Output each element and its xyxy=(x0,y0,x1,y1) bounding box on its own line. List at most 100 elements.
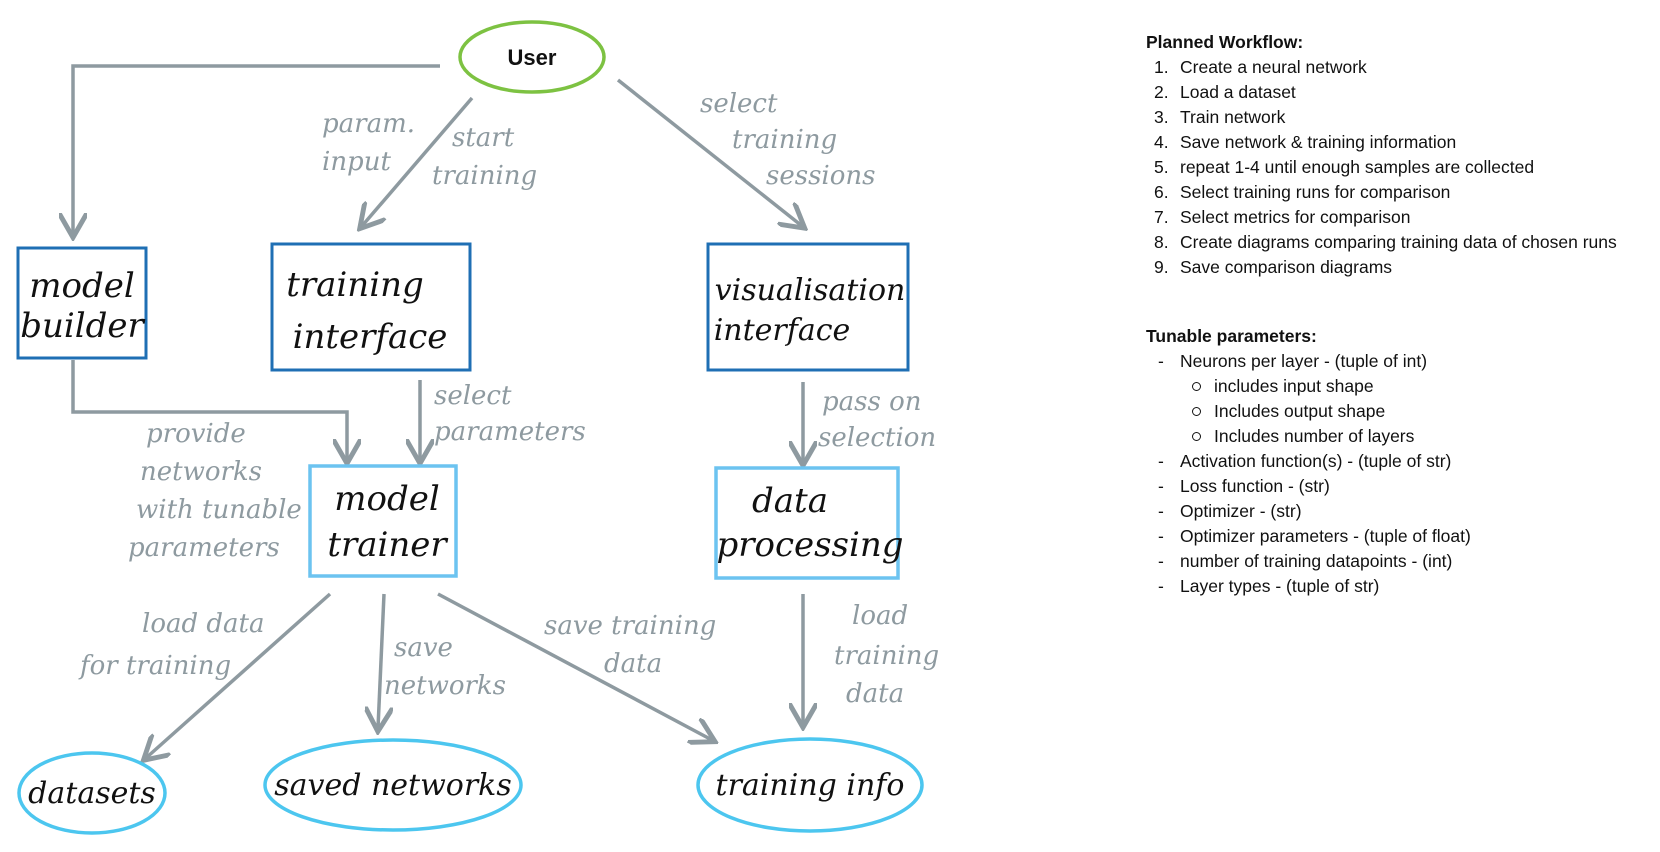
workflow-item-number: 1. xyxy=(1154,57,1169,77)
edge-label-select-training-sessions-line-2: training xyxy=(732,125,837,155)
parameter-sub-item-text: includes input shape xyxy=(1214,376,1374,396)
parameter-sub-list: includes input shape Includes output sha… xyxy=(1180,374,1646,449)
tunable-parameters-heading: Tunable parameters: xyxy=(1146,326,1317,346)
tunable-parameters-list: - Neurons per layer - (tuple of int) inc… xyxy=(1146,349,1646,599)
edge-label-start-training-line-2: training xyxy=(432,161,537,191)
node-visualisation-interface-line-1: visualisation xyxy=(715,273,906,308)
parameter-item-text: Loss function - (str) xyxy=(1180,476,1330,496)
edge-label-provide-networks-line-3: with tunable xyxy=(136,495,302,525)
workflow-item-text: Train network xyxy=(1180,107,1286,127)
node-model-trainer-line-2: trainer xyxy=(327,525,448,565)
edge-label-save-networks-line-2: networks xyxy=(384,671,506,701)
node-datasets: datasets xyxy=(17,751,167,835)
workflow-item-text: Save network & training information xyxy=(1180,132,1457,152)
parameter-sub-item: Includes number of layers xyxy=(1180,424,1646,449)
edge-label-provide-networks-line-1: provide xyxy=(146,419,246,449)
workflow-item: 7. Select metrics for comparison xyxy=(1146,205,1646,230)
dash-bullet-icon: - xyxy=(1158,551,1164,571)
node-saved-networks: saved networks xyxy=(263,738,523,832)
node-training-info-label: training info xyxy=(716,768,905,803)
workflow-item: 5.repeat 1-4 until enough samples are co… xyxy=(1146,155,1646,180)
tunable-parameters-section: Tunable parameters: - Neurons per layer … xyxy=(1146,324,1646,599)
arrows xyxy=(71,64,803,758)
parameter-item-text: Neurons per layer - (tuple of int) xyxy=(1180,351,1428,371)
parameter-item-text: Optimizer - (str) xyxy=(1180,501,1302,521)
notes-panel: Planned Workflow: 1.Create a neural netw… xyxy=(1146,30,1646,599)
workflow-item-number: 3. xyxy=(1154,107,1169,127)
edge-label-select-training-sessions-line-1: select xyxy=(700,89,778,119)
edge-label-save-training-data-line-1: save training xyxy=(544,611,716,641)
workflow-item-text: Select training runs for comparison xyxy=(1180,182,1451,202)
workflow-item-text: Select metrics for comparison xyxy=(1180,207,1411,227)
parameter-item: -Layer types - (tuple of str) xyxy=(1146,574,1646,599)
workflow-item-text: Save comparison diagrams xyxy=(1180,257,1393,277)
workflow-item: 6. Select training runs for comparison xyxy=(1146,180,1646,205)
dash-bullet-icon: - xyxy=(1158,576,1164,596)
edge-label-pass-on-selection-line-1: pass on xyxy=(822,387,922,417)
arrow-model-builder-to-model-trainer xyxy=(71,360,347,460)
node-model-trainer-line-1: model xyxy=(334,479,439,519)
workflow-item: 2.Load a dataset xyxy=(1146,80,1646,105)
node-model-builder-line-1: model xyxy=(29,266,134,306)
edge-label-load-training-data-line-1: load xyxy=(852,601,908,631)
node-model-trainer: model trainer xyxy=(308,464,458,578)
dash-bullet-icon: - xyxy=(1158,501,1164,521)
planned-workflow-section: Planned Workflow: 1.Create a neural netw… xyxy=(1146,30,1646,280)
node-datasets-label: datasets xyxy=(28,776,156,811)
workflow-item-number: 8. xyxy=(1154,232,1169,252)
parameter-item: -Activation function(s) - (tuple of str) xyxy=(1146,449,1646,474)
circle-bullet-icon xyxy=(1192,432,1201,441)
edge-label-load-training-data-line-3: data xyxy=(846,679,904,709)
workflow-item-text: Load a dataset xyxy=(1180,82,1296,102)
workflow-item: 1.Create a neural network xyxy=(1146,55,1646,80)
dash-bullet-icon: - xyxy=(1158,451,1164,471)
parameter-item: -Optimizer parameters - (tuple of float) xyxy=(1146,524,1646,549)
parameter-sub-item-text: Includes number of layers xyxy=(1214,426,1415,446)
edge-label-select-parameters-line-2: parameters xyxy=(434,417,586,447)
node-model-builder: model builder xyxy=(16,246,148,360)
arrow-user-to-visualisation-interface xyxy=(616,78,802,226)
planned-workflow-list: 1.Create a neural network 2.Load a datas… xyxy=(1146,55,1646,280)
circle-bullet-icon xyxy=(1192,382,1201,391)
workflow-item-text: Create diagrams comparing training data … xyxy=(1180,232,1617,252)
circle-bullet-icon xyxy=(1192,407,1201,416)
parameter-item-text: number of training datapoints - (int) xyxy=(1180,551,1453,571)
edge-label-load-training-data-line-2: training xyxy=(834,641,939,671)
parameter-item: - Neurons per layer - (tuple of int) inc… xyxy=(1146,349,1646,449)
parameter-item-text: Optimizer parameters - (tuple of float) xyxy=(1180,526,1471,546)
node-training-interface-line-2: interface xyxy=(293,317,448,357)
arrow-user-to-training-interface xyxy=(362,96,474,226)
node-data-processing-line-2: processing xyxy=(716,525,903,565)
workflow-item-number: 6. xyxy=(1154,182,1169,202)
workflow-item-number: 5. xyxy=(1154,157,1169,177)
node-training-interface-line-1: training xyxy=(286,265,424,305)
node-model-builder-line-2: builder xyxy=(20,306,145,346)
edge-label-load-data-line-2: for training xyxy=(78,651,231,681)
node-visualisation-interface-line-2: interface xyxy=(714,313,851,348)
workflow-item: 3. Train network xyxy=(1146,105,1646,130)
parameter-item: -Optimizer - (str) xyxy=(1146,499,1646,524)
arrow-model-trainer-to-saved-networks xyxy=(378,593,384,728)
edge-label-load-data-line-1: load data xyxy=(142,609,264,639)
node-training-interface: training interface xyxy=(270,242,472,372)
workflow-item-number: 4. xyxy=(1154,132,1169,152)
edge-label-save-networks-line-1: save xyxy=(394,633,453,663)
workflow-item: 4. Save network & training information xyxy=(1146,130,1646,155)
workflow-item: 8. Create diagrams comparing training dat… xyxy=(1146,230,1646,255)
parameter-sub-item: Includes output shape xyxy=(1180,399,1646,424)
parameter-item-text: Layer types - (tuple of str) xyxy=(1180,576,1380,596)
node-user-label: User xyxy=(508,45,557,70)
dash-bullet-icon: - xyxy=(1158,526,1164,546)
arrow-user-to-model-builder xyxy=(73,64,440,234)
edge-label-param-input-line-2: input xyxy=(322,147,391,177)
parameter-item-text: Activation function(s) - (tuple of str) xyxy=(1180,451,1452,471)
dash-bullet-icon: - xyxy=(1158,351,1164,371)
workflow-item: 9.Save comparison diagrams xyxy=(1146,255,1646,280)
edge-label-pass-on-selection-line-2: selection xyxy=(818,423,936,453)
node-saved-networks-label: saved networks xyxy=(274,768,512,803)
parameter-sub-item: includes input shape xyxy=(1180,374,1646,399)
planned-workflow-heading: Planned Workflow: xyxy=(1146,32,1304,52)
edge-label-provide-networks-line-2: networks xyxy=(140,457,262,487)
workflow-item-number: 7. xyxy=(1154,207,1169,227)
